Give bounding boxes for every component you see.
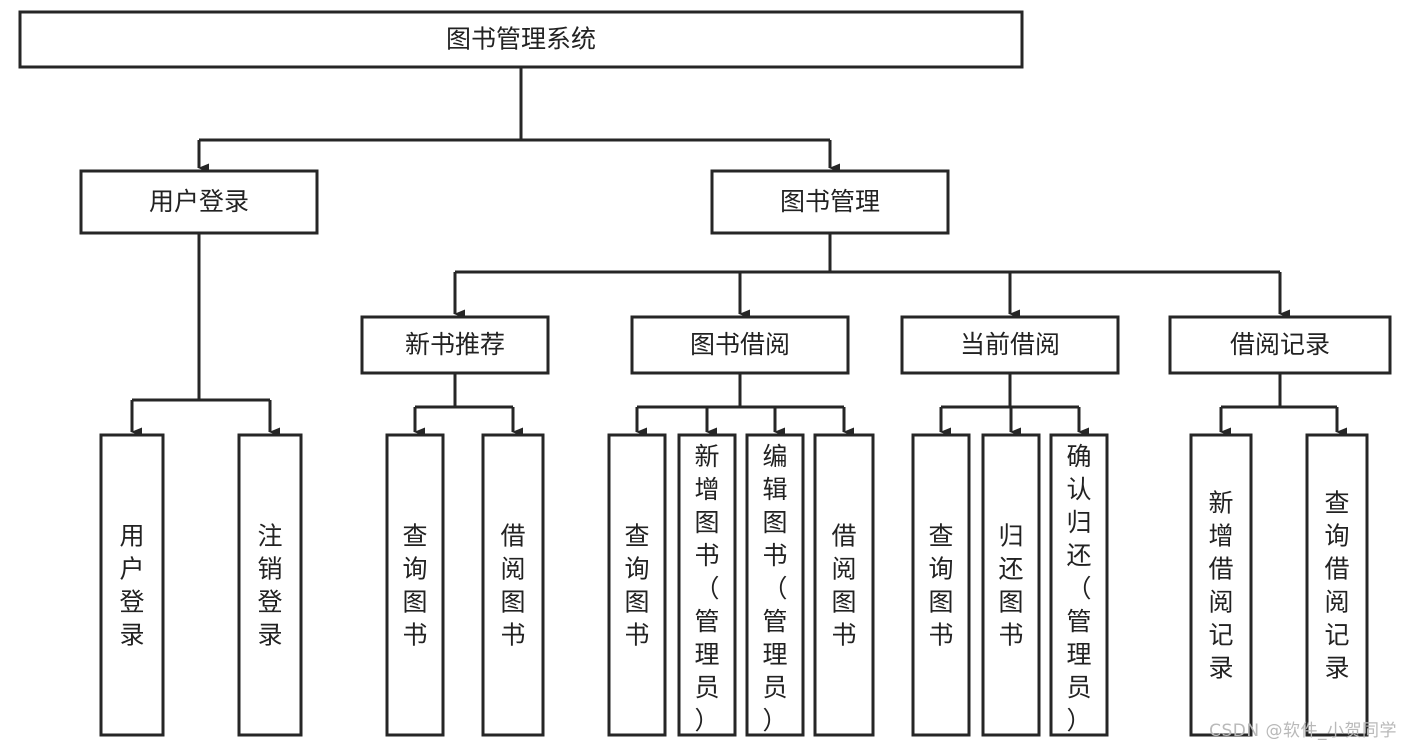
node-label: 图书管理系统 [446,25,596,54]
node-box[interactable] [710,169,950,235]
node-label: 用户登录 [119,522,144,650]
node-current-borrow[interactable]: 当前借阅 [900,315,1120,375]
node-borrow-record[interactable]: 借阅记录 [1168,315,1392,375]
node-label: 编辑图书（管理员） [762,442,787,735]
node-box[interactable] [607,433,667,737]
node-leaf-query-book-2[interactable]: 查询图书 [607,433,667,737]
node-leaf-query-book-1[interactable]: 查询图书 [385,433,445,737]
node-box[interactable] [630,315,850,375]
node-book-manage[interactable]: 图书管理 [710,169,950,235]
node-label: 查询图书 [928,522,953,650]
node-box[interactable] [360,315,550,375]
connector-group [197,67,840,173]
node-label: 查询图书 [624,522,649,650]
node-box[interactable] [18,10,1024,69]
node-label: 图书管理 [780,187,880,216]
node-box[interactable] [481,433,545,737]
node-box[interactable] [677,433,737,737]
watermark-label: CSDN @软件_小贺同学 [1209,721,1397,741]
node-label: 新书推荐 [405,330,505,359]
node-label: 注销登录 [257,522,282,650]
node-label: 图书借阅 [690,330,790,359]
node-label: 借阅记录 [1230,330,1330,359]
node-box[interactable] [911,433,971,737]
node-layer: 图书管理系统用户登录图书管理新书推荐图书借阅当前借阅借阅记录用户登录注销登录查询… [18,10,1392,737]
connector-group [130,233,280,437]
node-user-login[interactable]: 用户登录 [79,169,319,235]
node-box[interactable] [813,433,875,737]
node-label: 当前借阅 [960,330,1060,359]
node-label: 查询借阅记录 [1324,489,1349,683]
node-leaf-borrow-book-2[interactable]: 借阅图书 [813,433,875,737]
node-label: 借阅图书 [831,522,856,650]
node-leaf-query-book-3[interactable]: 查询图书 [911,433,971,737]
node-leaf-return-book[interactable]: 归还图书 [981,433,1041,737]
node-box[interactable] [745,433,805,737]
connector-group [939,373,1089,437]
connector-group [635,373,854,437]
node-label: 新增借阅记录 [1208,489,1233,683]
node-leaf-query-record[interactable]: 查询借阅记录 [1305,433,1369,737]
connector-layer [130,67,1347,437]
node-label: 新增图书（管理员） [694,442,719,735]
node-leaf-confirm-return[interactable]: 确认归还（管理员） [1049,433,1109,737]
node-box[interactable] [900,315,1120,375]
node-leaf-edit-book[interactable]: 编辑图书（管理员） [745,433,805,737]
node-box[interactable] [79,169,319,235]
node-label: 查询图书 [402,522,427,650]
node-box[interactable] [981,433,1041,737]
node-leaf-add-record[interactable]: 新增借阅记录 [1189,433,1253,737]
node-leaf-user-login[interactable]: 用户登录 [99,433,165,737]
node-box[interactable] [385,433,445,737]
node-new-book-rec[interactable]: 新书推荐 [360,315,550,375]
node-label: 归还图书 [998,522,1023,650]
connector-group [453,233,1290,319]
node-leaf-borrow-book-1[interactable]: 借阅图书 [481,433,545,737]
node-box[interactable] [237,433,303,737]
node-label: 用户登录 [149,187,249,216]
connector-group [413,373,523,437]
node-book-borrow[interactable]: 图书借阅 [630,315,850,375]
node-box[interactable] [1189,433,1253,737]
node-leaf-user-logout[interactable]: 注销登录 [237,433,303,737]
node-box[interactable] [99,433,165,737]
node-leaf-add-book[interactable]: 新增图书（管理员） [677,433,737,737]
node-box[interactable] [1049,433,1109,737]
node-label: 借阅图书 [500,522,525,650]
node-root[interactable]: 图书管理系统 [18,10,1024,69]
node-label: 确认归还（管理员） [1066,442,1091,735]
node-box[interactable] [1305,433,1369,737]
node-box[interactable] [1168,315,1392,375]
connector-group [1219,373,1347,437]
